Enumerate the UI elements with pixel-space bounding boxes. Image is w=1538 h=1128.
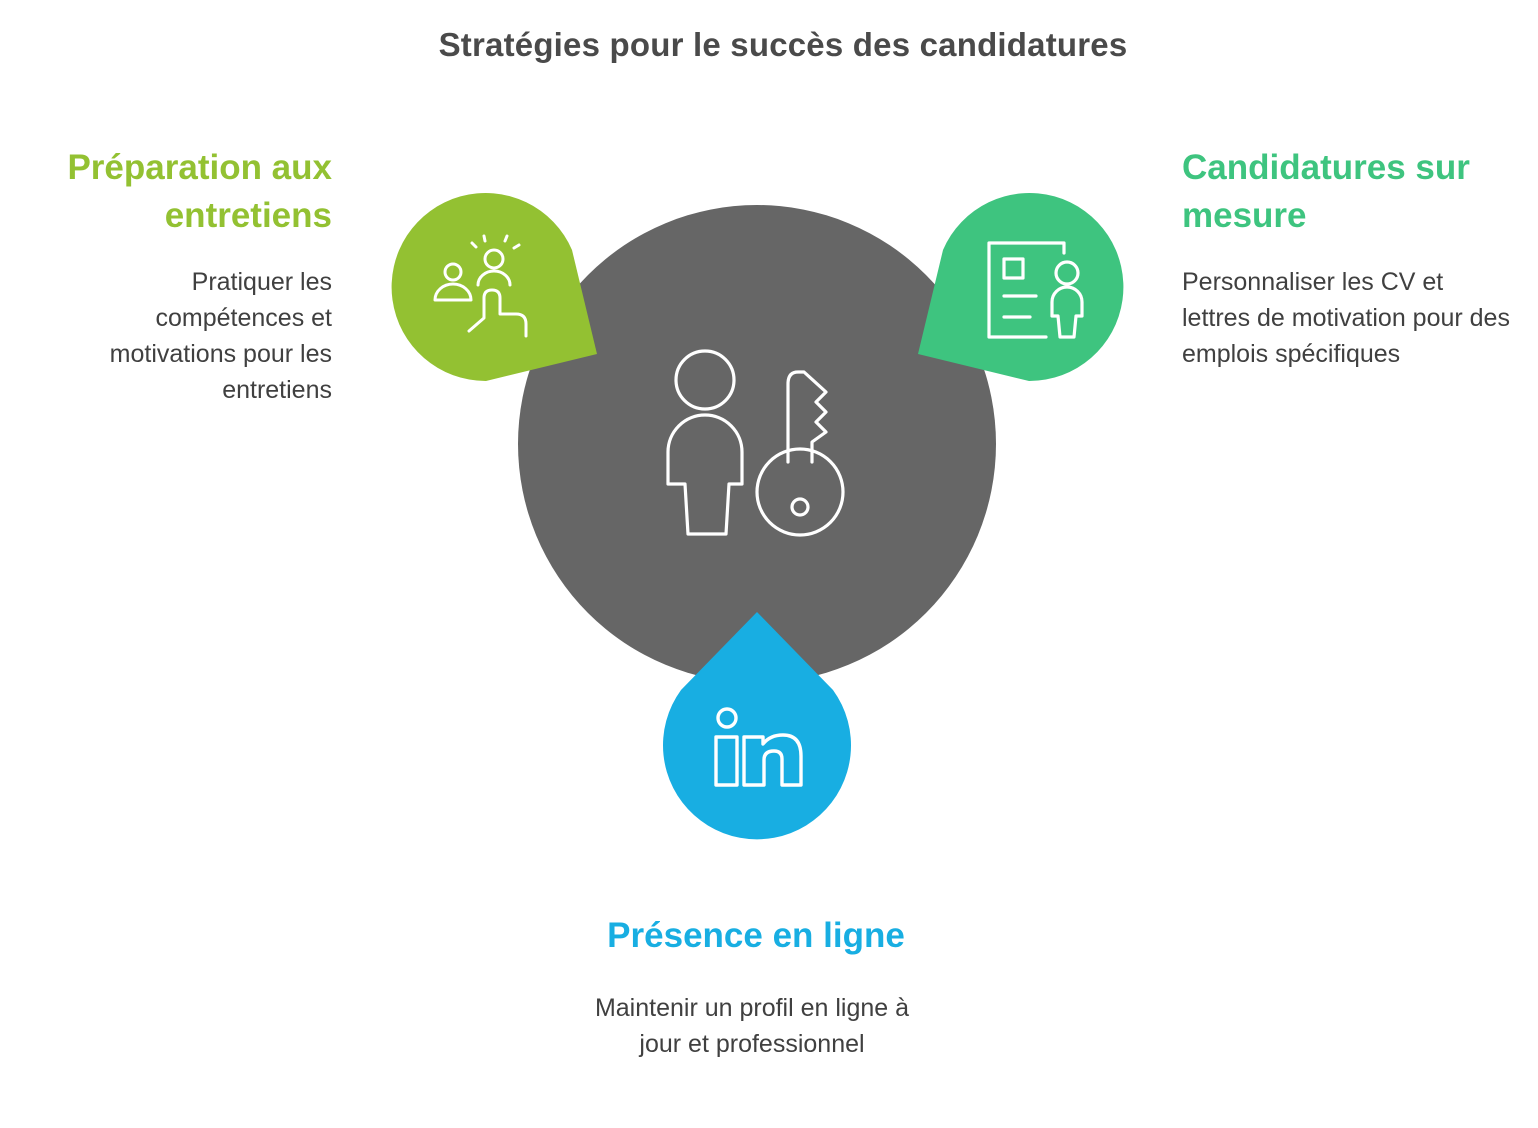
right-heading: Candidatures sur mesure [1182, 148, 1470, 235]
person-key-icon [666, 349, 845, 537]
center-circle [518, 205, 996, 683]
right-description: Personnaliser les CV et lettres de motiv… [1182, 268, 1510, 368]
left-drop [391, 193, 597, 382]
linkedin-icon [714, 707, 803, 787]
bottom-description: Maintenir un profil en ligne à jour et p… [594, 994, 910, 1058]
page-title: Stratégies pour le succès des candidatur… [438, 26, 1128, 63]
resume-icon [987, 241, 1084, 339]
left-description: Pratiquer les compétences et motivations… [109, 268, 332, 404]
left-heading: Préparation aux entretiens [67, 148, 332, 235]
bottom-drop [662, 612, 851, 840]
right-drop [918, 193, 1124, 382]
bottom-heading: Présence en ligne [607, 916, 905, 955]
interview-practice-icon [433, 234, 528, 338]
